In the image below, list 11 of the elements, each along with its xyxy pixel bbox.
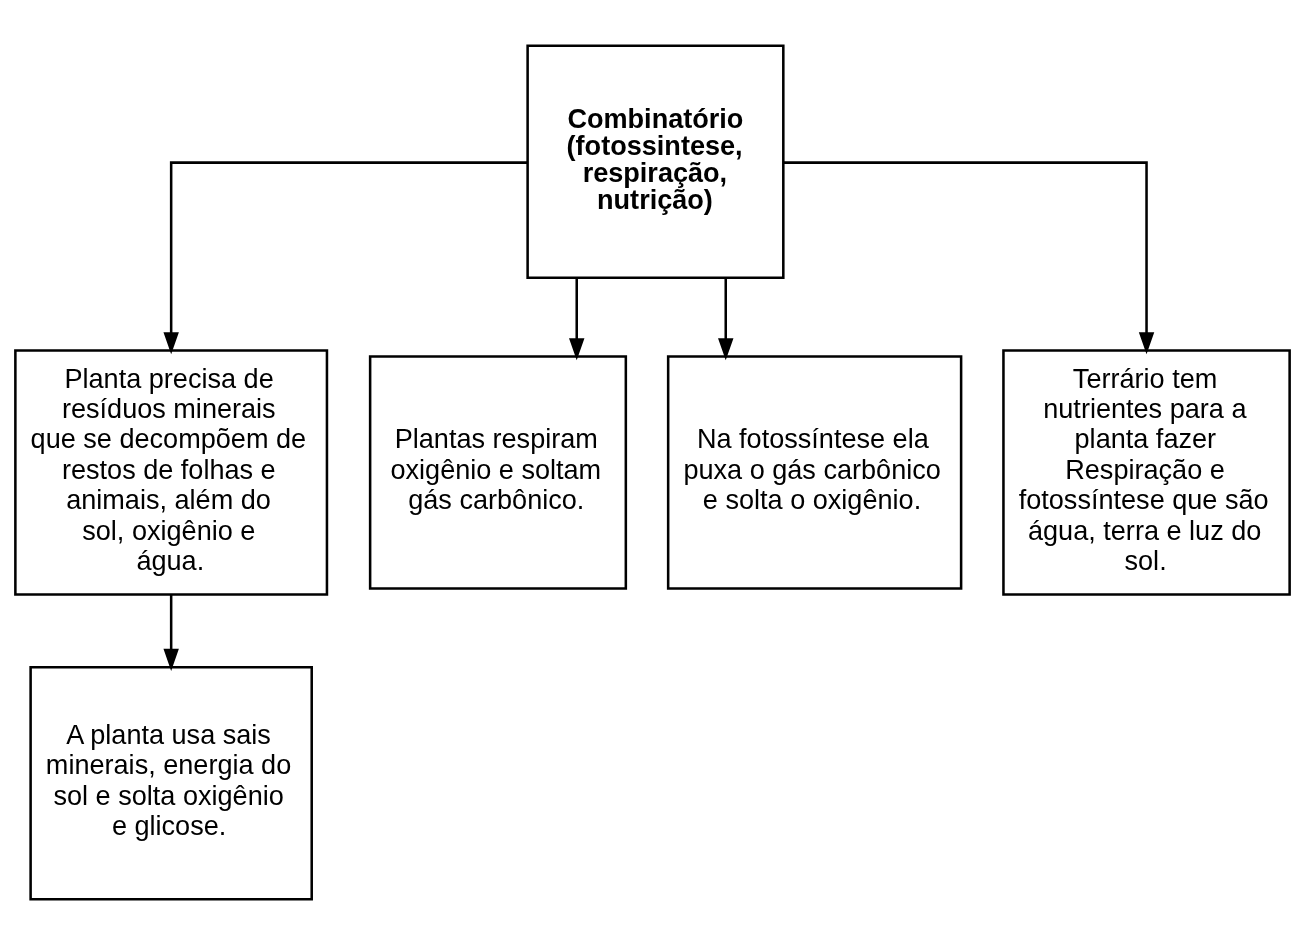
node-box: Na fotossíntese ela puxa o gás carbônico e solta o oxigênio. [666,354,963,590]
node-box: Combinatório (fotossintese, respiração, nutrição) [526,44,785,279]
arrow [718,277,734,360]
arrow [569,277,585,360]
arrow [783,160,1155,354]
arrow [163,594,179,671]
arrow [163,160,528,354]
node-box: Planta precisa de resíduos minerais que se decompõem de restos de folhas e animais, além do sol, oxigênio e água. [14,348,329,596]
node-box: Plantas respiram oxigênio e soltam gás carbônico. [368,354,628,590]
node-box: A planta usa sais minerais, energia do sol e solta oxigênio e glicose. [29,665,313,900]
node-box: Terrário tem nutrientes para a planta fazer Respiração e fotossíntese que são água, terra e luz do sol. [1002,348,1291,596]
